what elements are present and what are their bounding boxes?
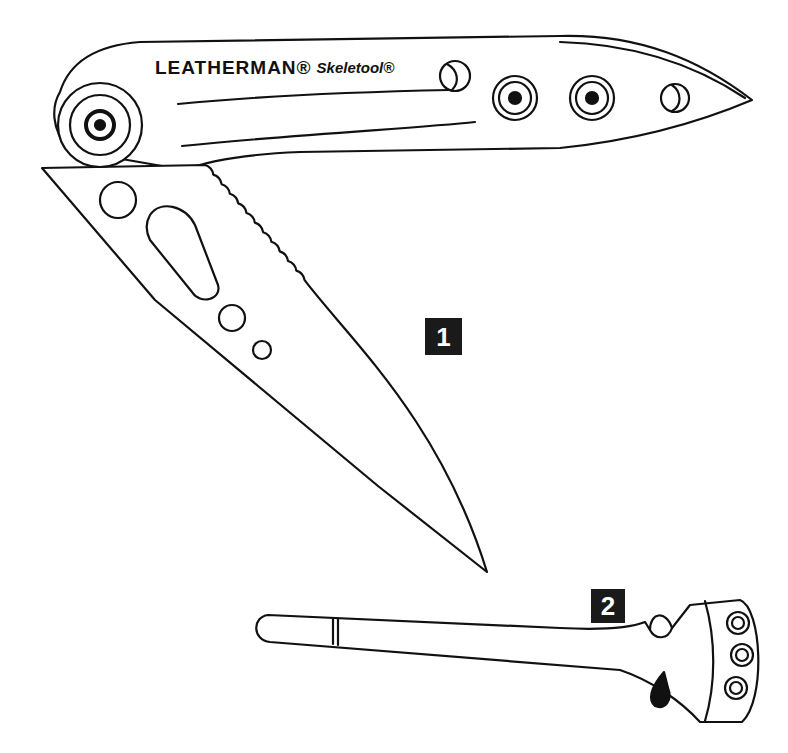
bit-hole [730, 682, 742, 694]
callout-text: 2 [601, 593, 615, 619]
handle-hole [499, 82, 531, 114]
pivot [95, 120, 105, 130]
pivot [86, 111, 114, 139]
handle-hole [672, 85, 680, 111]
blade-hole [100, 182, 136, 218]
brand-name: LEATHERMAN® [155, 58, 312, 77]
blade-hole [253, 341, 271, 359]
bit-hole [731, 644, 753, 666]
bit-hole [725, 677, 747, 699]
handle-hole [570, 76, 614, 120]
pivot [70, 95, 130, 155]
handle-rivet [509, 92, 521, 104]
bit-hole [727, 612, 749, 634]
carabiner-mark [333, 619, 338, 645]
model-name: Skeletool® [317, 60, 395, 75]
callout-number: 2 [591, 589, 625, 623]
handle-hole [447, 64, 457, 90]
handle-hole [440, 61, 470, 91]
handle-contour [182, 122, 475, 146]
callout-number: 1 [425, 318, 462, 355]
bit-hole [732, 617, 744, 629]
carabiner-head [705, 601, 713, 721]
carabiner-bit-driver [256, 600, 758, 722]
handle-contour [178, 90, 450, 104]
pivot [58, 83, 142, 167]
opener-drop [651, 672, 669, 707]
bottle-opener [650, 615, 672, 630]
blade-cutout [147, 206, 219, 299]
handle-hole [661, 84, 689, 112]
handle-hole [493, 76, 537, 120]
blade-hole [219, 305, 245, 331]
handle-rivet [586, 92, 598, 104]
bit-hole [736, 649, 748, 661]
handle-hole [576, 82, 608, 114]
knife-blade [42, 165, 487, 572]
callout-text: 1 [436, 324, 450, 350]
tool-handle [54, 36, 752, 170]
